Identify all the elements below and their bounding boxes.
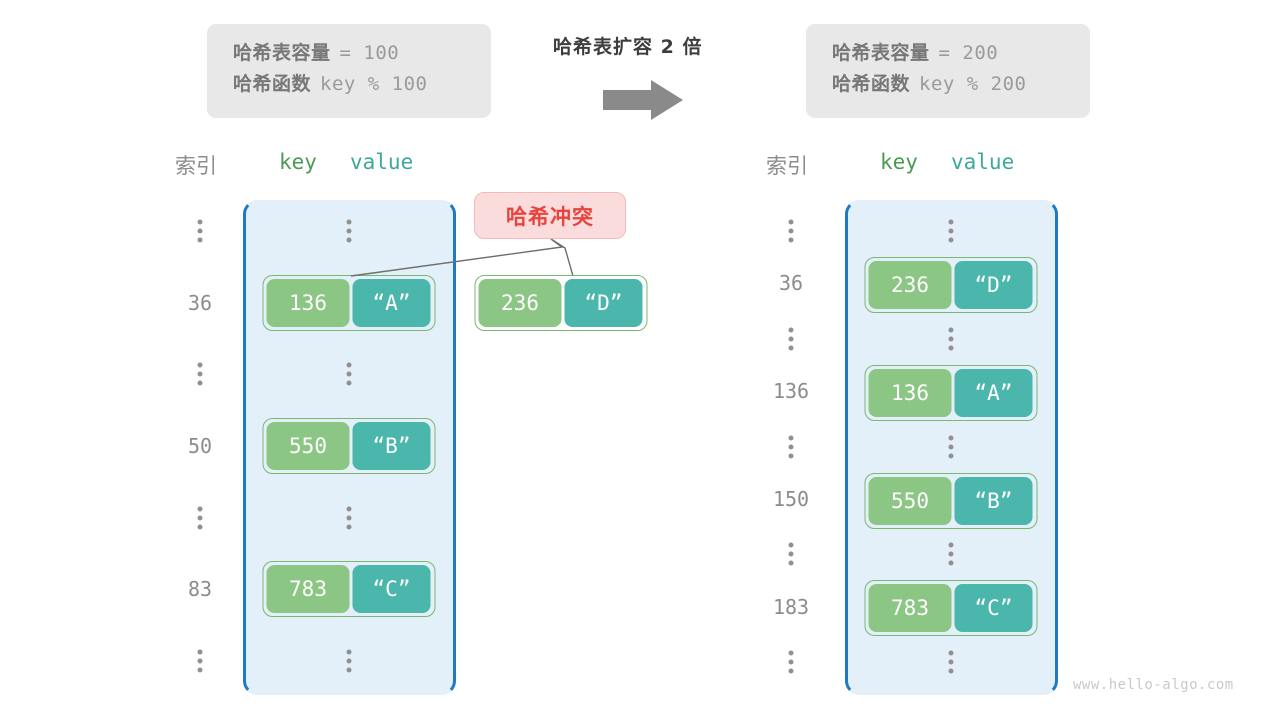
before-bucket-ellipsis-2	[346, 506, 352, 530]
after-index-136: 136	[772, 379, 810, 403]
before-index-36: 36	[187, 291, 213, 315]
before-entry-83-value: “C”	[352, 565, 431, 613]
after-bucket-ellipsis-3	[948, 542, 954, 566]
before-caption-key: key	[279, 150, 317, 174]
after-entry-183-key: 783	[868, 584, 952, 632]
after-bucket-ellipsis-0	[948, 219, 954, 243]
before-bucket-ellipsis-1	[346, 362, 352, 386]
after-function-line: 哈希函数 key % 200	[832, 69, 1064, 100]
before-entry-50-value: “B”	[352, 422, 431, 470]
collision-entry-value: “D”	[564, 279, 643, 327]
before-capacity-line: 哈希表容量 = 100	[233, 38, 465, 69]
after-entry-36: 236 “D”	[864, 257, 1038, 313]
before-bucket-ellipsis-3	[346, 649, 352, 673]
collision-entry: 236 “D”	[474, 275, 648, 331]
before-function-line: 哈希函数 key % 100	[233, 69, 465, 100]
before-function-value: key % 100	[320, 72, 428, 95]
after-capacity-label: 哈希表容量	[832, 42, 930, 64]
before-index-ellipsis-2	[197, 506, 203, 530]
watermark: www.hello-algo.com	[1073, 677, 1234, 693]
after-bucket-ellipsis-4	[948, 650, 954, 674]
after-capacity-line: 哈希表容量 = 200	[832, 38, 1064, 69]
after-caption-index: 索引	[766, 154, 808, 178]
after-bucket-ellipsis-2	[948, 435, 954, 459]
after-index-ellipsis-4	[788, 650, 794, 674]
before-entry-50-key: 550	[266, 422, 350, 470]
after-entry-183-value: “C”	[954, 584, 1033, 632]
after-index-183: 183	[772, 595, 810, 619]
after-entry-150-key: 550	[868, 477, 952, 525]
after-entry-36-key: 236	[868, 261, 952, 309]
before-index-83: 83	[187, 577, 213, 601]
collision-badge: 哈希冲突	[474, 192, 626, 239]
after-caption-value: value	[951, 150, 1015, 174]
before-caption-value: value	[350, 150, 414, 174]
before-entry-83-key: 783	[266, 565, 350, 613]
after-index-ellipsis-2	[788, 435, 794, 459]
before-entry-36: 136 “A”	[262, 275, 436, 331]
before-index-ellipsis-1	[197, 362, 203, 386]
after-index-ellipsis-3	[788, 542, 794, 566]
before-entry-83: 783 “C”	[262, 561, 436, 617]
before-index-ellipsis-3	[197, 649, 203, 673]
after-entry-136: 136 “A”	[864, 365, 1038, 421]
after-entry-136-value: “A”	[954, 369, 1033, 417]
after-index-ellipsis-0	[788, 219, 794, 243]
after-function-label: 哈希函数	[832, 72, 911, 95]
before-entry-36-key: 136	[266, 279, 350, 327]
after-caption-key: key	[880, 150, 918, 174]
right-arrow-icon	[603, 78, 685, 122]
after-entry-36-value: “D”	[954, 261, 1033, 309]
after-entry-150-value: “B”	[954, 477, 1033, 525]
before-function-label: 哈希函数	[233, 72, 312, 95]
after-bucket-ellipsis-1	[948, 327, 954, 351]
after-entry-136-key: 136	[868, 369, 952, 417]
after-function-value: key % 200	[919, 72, 1027, 95]
before-bucket-ellipsis-0	[346, 219, 352, 243]
after-entry-183: 783 “C”	[864, 580, 1038, 636]
before-index-ellipsis-0	[197, 219, 203, 243]
before-info-box: 哈希表容量 = 100 哈希函数 key % 100	[207, 24, 491, 118]
after-index-ellipsis-1	[788, 327, 794, 351]
after-index-150: 150	[772, 487, 810, 511]
before-entry-36-value: “A”	[352, 279, 431, 327]
diagram-title: 哈希表扩容 2 倍	[553, 36, 703, 58]
after-entry-150: 550 “B”	[864, 473, 1038, 529]
before-entry-50: 550 “B”	[262, 418, 436, 474]
before-caption-index: 索引	[175, 154, 217, 178]
after-index-36: 36	[778, 271, 804, 295]
before-capacity-value: = 100	[339, 42, 400, 64]
after-capacity-value: = 200	[938, 42, 999, 64]
collision-entry-key: 236	[478, 279, 562, 327]
after-info-box: 哈希表容量 = 200 哈希函数 key % 200	[806, 24, 1090, 118]
before-index-50: 50	[187, 434, 213, 458]
before-capacity-label: 哈希表容量	[233, 42, 331, 64]
